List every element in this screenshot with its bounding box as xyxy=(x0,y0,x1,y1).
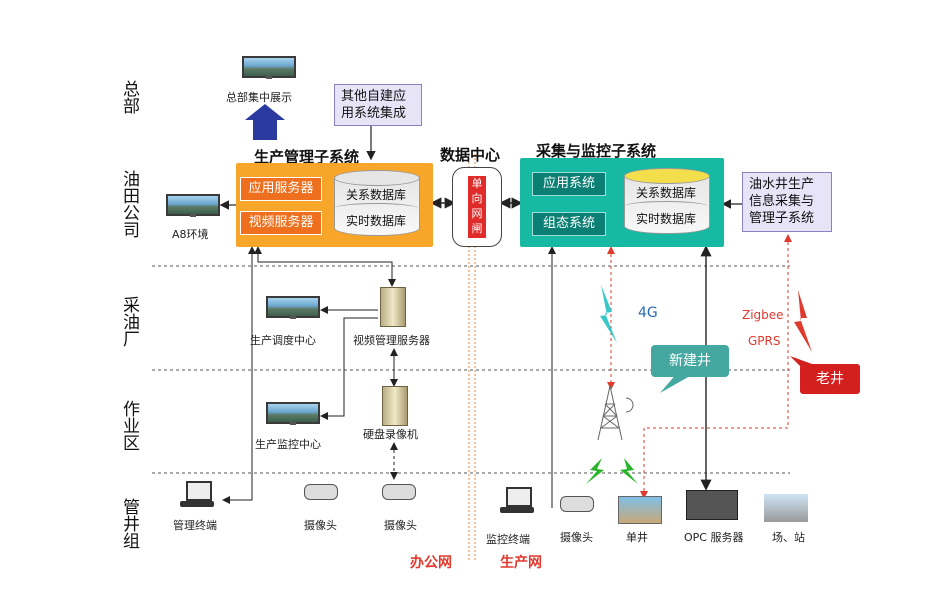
other-systems-box: 其他自建应 用系统集成 xyxy=(334,84,422,126)
radio-tower-icon xyxy=(597,385,634,441)
gateway-char-2: 向 xyxy=(471,192,483,205)
oil-water-system-box: 油水井生产 信息采集与 管理子系统 xyxy=(742,172,832,232)
level-oilfield: 油田公司 xyxy=(118,170,140,244)
a8-env-label: A8环境 xyxy=(172,228,209,241)
mgmt-terminal-icon xyxy=(180,481,214,509)
gateway-char-4: 闸 xyxy=(471,222,483,235)
station-icon xyxy=(764,494,808,522)
net-4g-label: 4G xyxy=(638,305,658,321)
dvr-label: 硬盘录像机 xyxy=(363,428,418,441)
video-server-button[interactable]: 视频服务器 xyxy=(240,211,322,235)
camera-3-icon xyxy=(560,496,594,512)
collect-monitor-title: 采集与监控子系统 xyxy=(536,142,657,160)
lightning-right-icon xyxy=(620,458,638,484)
monitor-center-screen-icon xyxy=(266,402,320,425)
level-oilfield-text: 油田公司 xyxy=(119,170,139,238)
video-mgmt-server-label: 视频管理服务器 xyxy=(353,334,430,347)
data-center-title: 数据中心 xyxy=(440,146,501,164)
collect-db-cylinder: 关系数据库 实时数据库 xyxy=(624,168,710,240)
gateway-char-3: 网 xyxy=(471,207,483,220)
config-system-button[interactable]: 组态系统 xyxy=(532,212,606,236)
monitor-terminal-label: 监控终端 xyxy=(486,533,530,546)
dispatch-screen-icon xyxy=(266,296,320,319)
gprs-label: GPRS xyxy=(748,334,781,348)
collect-monitor-subsystem: 应用系统 组态系统 关系数据库 实时数据库 xyxy=(520,158,724,247)
mgmt-terminal-label: 管理终端 xyxy=(173,519,217,532)
old-well-badge: 老井 xyxy=(800,364,860,394)
level-hq-text: 总部 xyxy=(119,80,139,114)
level-plant: 采油厂 xyxy=(118,296,140,353)
level-well-group-text: 管井组 xyxy=(119,498,139,549)
app-server-button[interactable]: 应用服务器 xyxy=(240,177,322,201)
camera-2-label: 摄像头 xyxy=(384,519,417,532)
collect-rel-db-label: 关系数据库 xyxy=(635,186,696,200)
opc-server-label: OPC 服务器 xyxy=(684,531,744,544)
gateway-label: 单 向 网 闸 xyxy=(468,176,486,238)
production-db-cylinder: 关系数据库 实时数据库 xyxy=(334,170,420,242)
office-network-label: 办公网 xyxy=(410,555,452,571)
lightning-left-icon xyxy=(586,458,604,484)
oil-water-line3: 管理子系统 xyxy=(749,211,815,226)
oil-water-line1: 油水井生产 xyxy=(749,177,815,192)
hq-display-screen-icon xyxy=(242,56,296,79)
app-system-button[interactable]: 应用系统 xyxy=(532,172,606,196)
level-plant-text: 采油厂 xyxy=(119,296,139,347)
level-separators xyxy=(152,265,790,474)
single-well-icon xyxy=(618,496,662,524)
level-work-area-text: 作业区 xyxy=(119,400,139,451)
production-rel-db-label: 关系数据库 xyxy=(345,188,406,202)
level-hq: 总部 xyxy=(118,80,140,120)
one-way-gateway: 单 向 网 闸 xyxy=(452,167,502,247)
oil-water-line2: 信息采集与 xyxy=(749,194,815,209)
hq-up-arrow xyxy=(245,104,285,140)
monitor-terminal-icon xyxy=(500,487,534,515)
camera-1-label: 摄像头 xyxy=(304,519,337,532)
camera-2-icon xyxy=(382,484,416,500)
other-systems-line1: 其他自建应 xyxy=(341,89,407,104)
dispatch-center-label: 生产调度中心 xyxy=(250,334,316,347)
production-mgmt-subsystem: 应用服务器 视频服务器 关系数据库 实时数据库 xyxy=(236,163,433,247)
camera-1-icon xyxy=(304,484,338,500)
production-mgmt-title: 生产管理子系统 xyxy=(254,148,360,166)
lightning-4g-icon xyxy=(600,285,617,343)
opc-server-icon xyxy=(686,490,738,520)
camera-3-label: 摄像头 xyxy=(560,531,593,544)
production-network-label: 生产网 xyxy=(500,555,542,571)
hq-display-label: 总部集中展示 xyxy=(226,91,292,104)
dvr-icon xyxy=(382,386,408,426)
single-well-label: 单井 xyxy=(626,531,648,544)
production-rt-db-label: 实时数据库 xyxy=(345,214,406,228)
collect-rt-db-label: 实时数据库 xyxy=(635,212,696,226)
monitor-center-label: 生产监控中心 xyxy=(255,438,321,451)
zigbee-label: Zigbee xyxy=(742,308,784,322)
level-work-area: 作业区 xyxy=(118,400,140,457)
gateway-char-1: 单 xyxy=(471,177,483,190)
other-systems-line2: 用系统集成 xyxy=(341,106,407,121)
lightning-zigbee-icon xyxy=(794,290,812,352)
station-label: 场、站 xyxy=(772,531,805,544)
a8-screen-icon xyxy=(166,194,220,217)
video-mgmt-server-icon xyxy=(380,287,406,327)
new-well-badge: 新建井 xyxy=(651,345,729,377)
level-well-group: 管井组 xyxy=(118,498,140,555)
